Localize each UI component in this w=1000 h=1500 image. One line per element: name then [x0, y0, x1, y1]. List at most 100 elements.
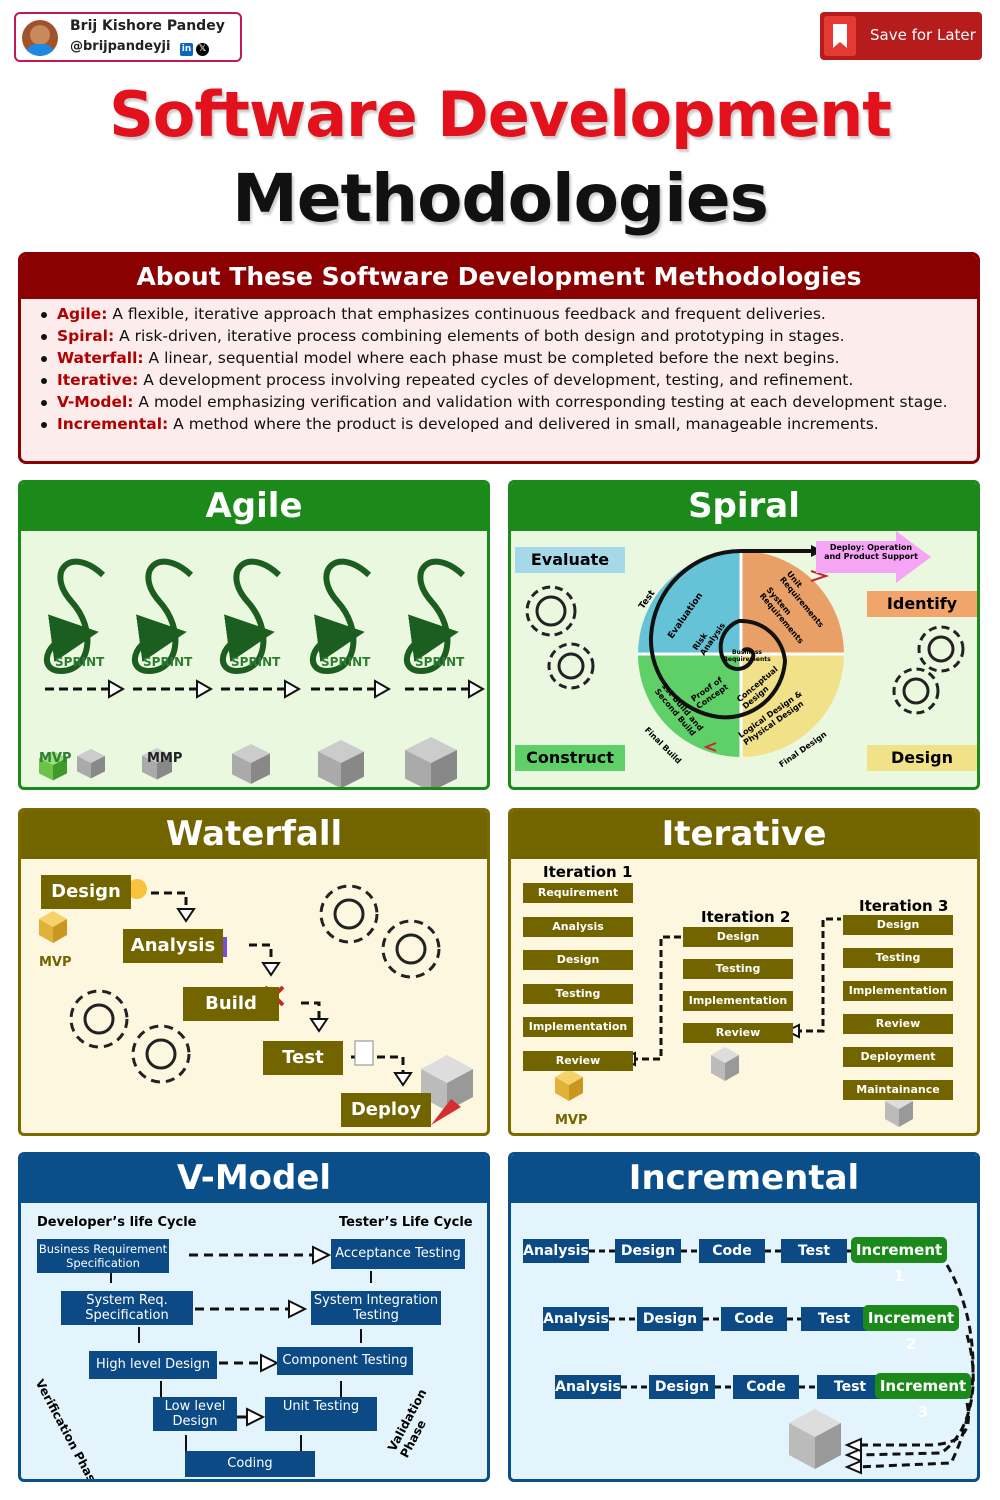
- construct-label: Construct: [515, 745, 625, 771]
- about-section: About These Software Development Methodo…: [18, 252, 980, 464]
- desc-waterfall: A linear, sequential model where each ph…: [143, 349, 840, 367]
- waterfall-step-analysis: Analysis: [123, 929, 223, 963]
- incremental-step-code: Code: [699, 1239, 765, 1263]
- waterfall-title: Waterfall: [21, 811, 487, 859]
- about-heading: About These Software Development Methodo…: [21, 255, 977, 299]
- low-level-design-box: Low level Design: [153, 1397, 237, 1431]
- deploy-label: Deploy: Operation and Product Support: [824, 543, 918, 561]
- iterative-panel: Iterative Iteration 1 Iteration 2 Iterat…: [508, 808, 980, 1136]
- term-vmodel: V-Model:: [57, 393, 134, 411]
- vmodel-connectors: [110, 1245, 372, 1453]
- iteration-1-step: Implementation: [523, 1017, 633, 1037]
- list-item: Waterfall: A linear, sequential model wh…: [39, 349, 969, 368]
- increment-badge: Increment 1: [851, 1237, 947, 1285]
- term-agile: Agile:: [57, 305, 108, 323]
- author-badge[interactable]: Brij Kishore Pandey @brijpandeyji in 𝕏: [14, 12, 242, 62]
- incremental-step-design: Design: [649, 1375, 715, 1399]
- save-label: Save for Later: [870, 26, 976, 44]
- save-for-later-button[interactable]: Save for Later: [820, 12, 982, 60]
- iteration-2-title: Iteration 2: [701, 908, 791, 926]
- waterfall-step-design: Design: [41, 875, 131, 909]
- desc-incremental: A method where the product is developed …: [168, 415, 879, 433]
- unit-testing-box: Unit Testing: [265, 1397, 377, 1431]
- spiral-title: Spiral: [511, 483, 977, 531]
- waterfall-step-test: Test: [263, 1041, 343, 1075]
- evaluate-label: Evaluate: [515, 547, 625, 573]
- iteration-1-step: Analysis: [523, 916, 633, 937]
- iteration-3-step: Review: [843, 1014, 953, 1034]
- page-subtitle: Methodologies: [232, 160, 769, 237]
- incremental-connectors: [589, 1249, 975, 1475]
- desc-vmodel: A model emphasizing verification and val…: [133, 393, 948, 411]
- waterfall-step-build: Build: [183, 987, 279, 1021]
- x-icon[interactable]: 𝕏: [196, 43, 209, 56]
- iteration-3-step: Testing: [843, 948, 953, 968]
- desc-agile: A flexible, iterative approach that emph…: [107, 305, 826, 323]
- agile-title: Agile: [21, 483, 487, 531]
- arrow-icon: [108, 679, 126, 699]
- sprint-label: SPRINT: [143, 655, 193, 669]
- incremental-step-test: Test: [781, 1239, 847, 1263]
- mmp-label: MMP: [147, 751, 183, 766]
- iteration-1-title: Iteration 1: [543, 863, 633, 881]
- incremental-step-design: Design: [637, 1307, 703, 1331]
- acceptance-testing-box: Acceptance Testing: [331, 1239, 465, 1269]
- arrow-icon: [196, 679, 214, 699]
- arrow-icon: [374, 679, 392, 699]
- avatar: [22, 20, 58, 56]
- high-level-design-box: High level Design: [89, 1351, 217, 1379]
- incremental-step-code: Code: [733, 1375, 799, 1399]
- iteration-3-step: Deployment: [843, 1047, 953, 1067]
- arrow-icon: [468, 679, 486, 699]
- incremental-step-test: Test: [801, 1307, 867, 1331]
- tester-cycle-label: Tester’s Life Cycle: [339, 1215, 473, 1230]
- desc-iterative: A development process involving repeated…: [138, 371, 854, 389]
- iteration-3-title: Iteration 3: [859, 897, 949, 915]
- spiral-panel: Spiral Evaluate Identify Construct Desig…: [508, 480, 980, 790]
- incremental-step-test: Test: [817, 1375, 883, 1399]
- sprint-loop-icon: [131, 558, 194, 675]
- sprint-label: SPRINT: [415, 655, 465, 669]
- waterfall-mvp-label: MVP: [39, 955, 72, 970]
- iteration-1-step: Testing: [523, 983, 633, 1004]
- sprint-label: SPRINT: [55, 655, 105, 669]
- iteration-1-step: Requirement: [523, 883, 633, 903]
- bookmark-icon: [824, 16, 856, 56]
- list-item: V-Model: A model emphasizing verificatio…: [39, 393, 969, 412]
- iteration-2-step: Testing: [683, 959, 793, 979]
- term-incremental: Incremental:: [57, 415, 169, 433]
- developer-cycle-label: Developer’s life Cycle: [37, 1215, 197, 1230]
- sprint-loop-icon: [309, 558, 372, 675]
- iteration-2-step: Design: [683, 927, 793, 947]
- sprint-label: SPRINT: [231, 655, 281, 669]
- term-spiral: Spiral:: [57, 327, 115, 345]
- mvp-label: MVP: [39, 751, 72, 766]
- design-label: Design: [867, 745, 977, 771]
- iterative-mvp-label: MVP: [555, 1113, 588, 1128]
- system-integration-testing-box: System Integration Testing: [311, 1291, 441, 1325]
- business-req-spec-box: Business Requirement Specification: [37, 1239, 169, 1273]
- increment-badge: Increment 2: [863, 1305, 959, 1353]
- author-name: Brij Kishore Pandey: [70, 18, 225, 34]
- increment-badge: Increment 3: [875, 1373, 971, 1421]
- iteration-3-step: Maintainance: [843, 1080, 953, 1100]
- system-req-spec-box: System Req. Specification: [61, 1291, 193, 1325]
- iteration-1-step: Design: [523, 950, 633, 970]
- author-handle: @brijpandeyji: [70, 39, 171, 54]
- iterative-title: Iterative: [511, 811, 977, 859]
- term-waterfall: Waterfall:: [57, 349, 144, 367]
- term-iterative: Iterative:: [57, 371, 139, 389]
- incremental-step-design: Design: [615, 1239, 681, 1263]
- list-item: Iterative: A development process involvi…: [39, 371, 969, 390]
- coding-box: Coding: [185, 1451, 315, 1477]
- desc-spiral: A risk-driven, iterative process combini…: [114, 327, 845, 345]
- incremental-step-analysis: Analysis: [555, 1375, 621, 1399]
- identify-label: Identify: [867, 591, 977, 617]
- vmodel-panel: V-Model Developer’s life Cycle Tester’s …: [18, 1152, 490, 1482]
- list-item: Incremental: A method where the product …: [39, 415, 969, 434]
- linkedin-icon[interactable]: in: [180, 43, 193, 56]
- component-testing-box: Component Testing: [277, 1347, 413, 1375]
